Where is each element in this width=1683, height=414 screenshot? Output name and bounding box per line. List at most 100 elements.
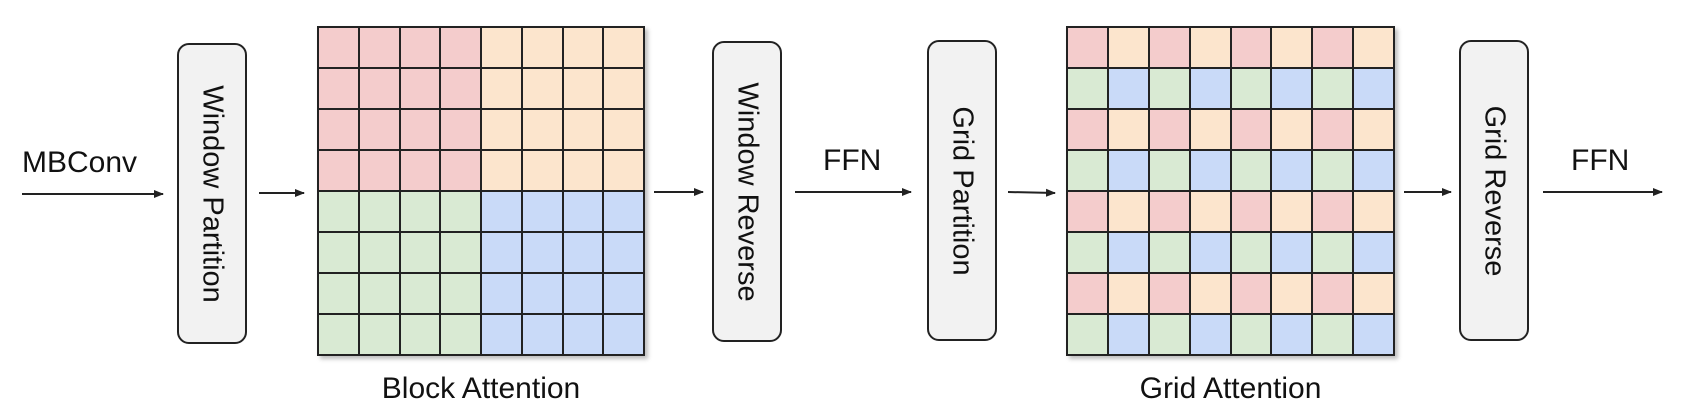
grid-attention-grid (1066, 26, 1395, 356)
grid-cell-green (319, 315, 358, 354)
grid-cell-blue (482, 274, 521, 313)
grid-cell-orange (1108, 192, 1148, 231)
caption-block-attention: Block Attention (381, 372, 581, 405)
grid-cell-red (359, 69, 399, 108)
grid-cell-green (400, 192, 440, 231)
grid-cell-green (319, 233, 358, 272)
grid-cell-blue (522, 274, 562, 313)
grid-cell-green (359, 192, 399, 231)
grid-cell-green (1313, 233, 1353, 272)
grid-cell-red (1149, 192, 1189, 231)
label-ffn-1: FFN (823, 144, 882, 177)
grid-cell-orange (1272, 192, 1312, 231)
grid-reverse-box: Grid Reverse (1459, 40, 1529, 341)
grid-cell-orange (1354, 192, 1393, 231)
grid-cell-orange (522, 110, 562, 149)
grid-cell-orange (1108, 28, 1148, 67)
grid-cell-blue (522, 233, 562, 272)
grid-cell-green (400, 274, 440, 313)
grid-partition-box: Grid Partition (927, 40, 997, 341)
grid-cell-orange (1108, 274, 1148, 313)
grid-cell-red (441, 69, 480, 108)
grid-cell-orange (563, 69, 603, 108)
grid-cell-blue (1354, 69, 1393, 108)
grid-cell-orange (482, 69, 521, 108)
grid-cell-blue (1190, 315, 1230, 354)
grid-cell-red (441, 28, 480, 67)
grid-cell-green (1313, 69, 1353, 108)
grid-cell-red (1068, 110, 1107, 149)
grid-cell-green (319, 274, 358, 313)
grid-partition-label: Grid Partition (946, 105, 979, 276)
grid-cell-red (1068, 274, 1107, 313)
grid-cell-red (1313, 28, 1353, 67)
grid-cell-blue (1190, 151, 1230, 190)
grid-cell-blue (1190, 69, 1230, 108)
window-partition-label: Window Partition (196, 84, 229, 303)
grid-cell-red (400, 69, 440, 108)
grid-cell-red (400, 28, 440, 67)
grid-cell-red (319, 151, 358, 190)
grid-cell-green (441, 315, 480, 354)
grid-cell-red (359, 110, 399, 149)
grid-cell-blue (482, 233, 521, 272)
grid-cell-blue (1354, 315, 1393, 354)
grid-cell-green (1149, 151, 1189, 190)
grid-cell-red (1068, 28, 1107, 67)
grid-cell-red (1149, 28, 1189, 67)
grid-cell-orange (563, 110, 603, 149)
grid-cell-green (1313, 151, 1353, 190)
grid-cell-red (1149, 110, 1189, 149)
grid-cell-red (400, 151, 440, 190)
grid-cell-red (1313, 192, 1353, 231)
grid-cell-red (441, 110, 480, 149)
grid-cell-green (441, 192, 480, 231)
grid-cell-red (1313, 274, 1353, 313)
grid-cell-blue (604, 315, 643, 354)
grid-cell-blue (1108, 151, 1148, 190)
grid-cell-orange (522, 69, 562, 108)
grid-cell-red (359, 28, 399, 67)
grid-cell-green (1313, 315, 1353, 354)
grid-cell-blue (482, 315, 521, 354)
grid-cell-red (1231, 274, 1271, 313)
grid-cell-blue (1190, 233, 1230, 272)
grid-cell-red (1149, 274, 1189, 313)
grid-cell-blue (1272, 233, 1312, 272)
grid-cell-red (1313, 110, 1353, 149)
grid-cell-orange (563, 28, 603, 67)
grid-cell-blue (1108, 69, 1148, 108)
label-mbconv: MBConv (22, 146, 138, 179)
window-partition-box: Window Partition (177, 43, 247, 344)
grid-cell-green (359, 233, 399, 272)
grid-cell-orange (522, 28, 562, 67)
grid-cell-blue (563, 233, 603, 272)
grid-cell-blue (1354, 151, 1393, 190)
grid-cell-orange (1108, 110, 1148, 149)
block-attention-grid (317, 26, 645, 356)
grid-cell-blue (522, 315, 562, 354)
grid-reverse-label: Grid Reverse (1478, 105, 1511, 276)
grid-cell-orange (1190, 110, 1230, 149)
grid-cell-green (441, 233, 480, 272)
grid-cell-green (1231, 315, 1271, 354)
grid-cell-red (441, 151, 480, 190)
grid-cell-green (1068, 151, 1107, 190)
grid-cell-red (1231, 110, 1271, 149)
grid-cell-blue (1272, 151, 1312, 190)
grid-cell-green (441, 274, 480, 313)
grid-cell-blue (563, 274, 603, 313)
grid-cell-green (1231, 69, 1271, 108)
grid-cell-orange (604, 28, 643, 67)
grid-cell-blue (604, 233, 643, 272)
window-reverse-box: Window Reverse (712, 41, 782, 342)
caption-grid-attention: Grid Attention (1139, 372, 1322, 405)
grid-cell-red (319, 110, 358, 149)
grid-cell-orange (604, 151, 643, 190)
grid-cell-orange (1354, 110, 1393, 149)
grid-cell-orange (482, 151, 521, 190)
grid-cell-green (359, 315, 399, 354)
grid-cell-orange (1190, 28, 1230, 67)
grid-cell-orange (1354, 274, 1393, 313)
